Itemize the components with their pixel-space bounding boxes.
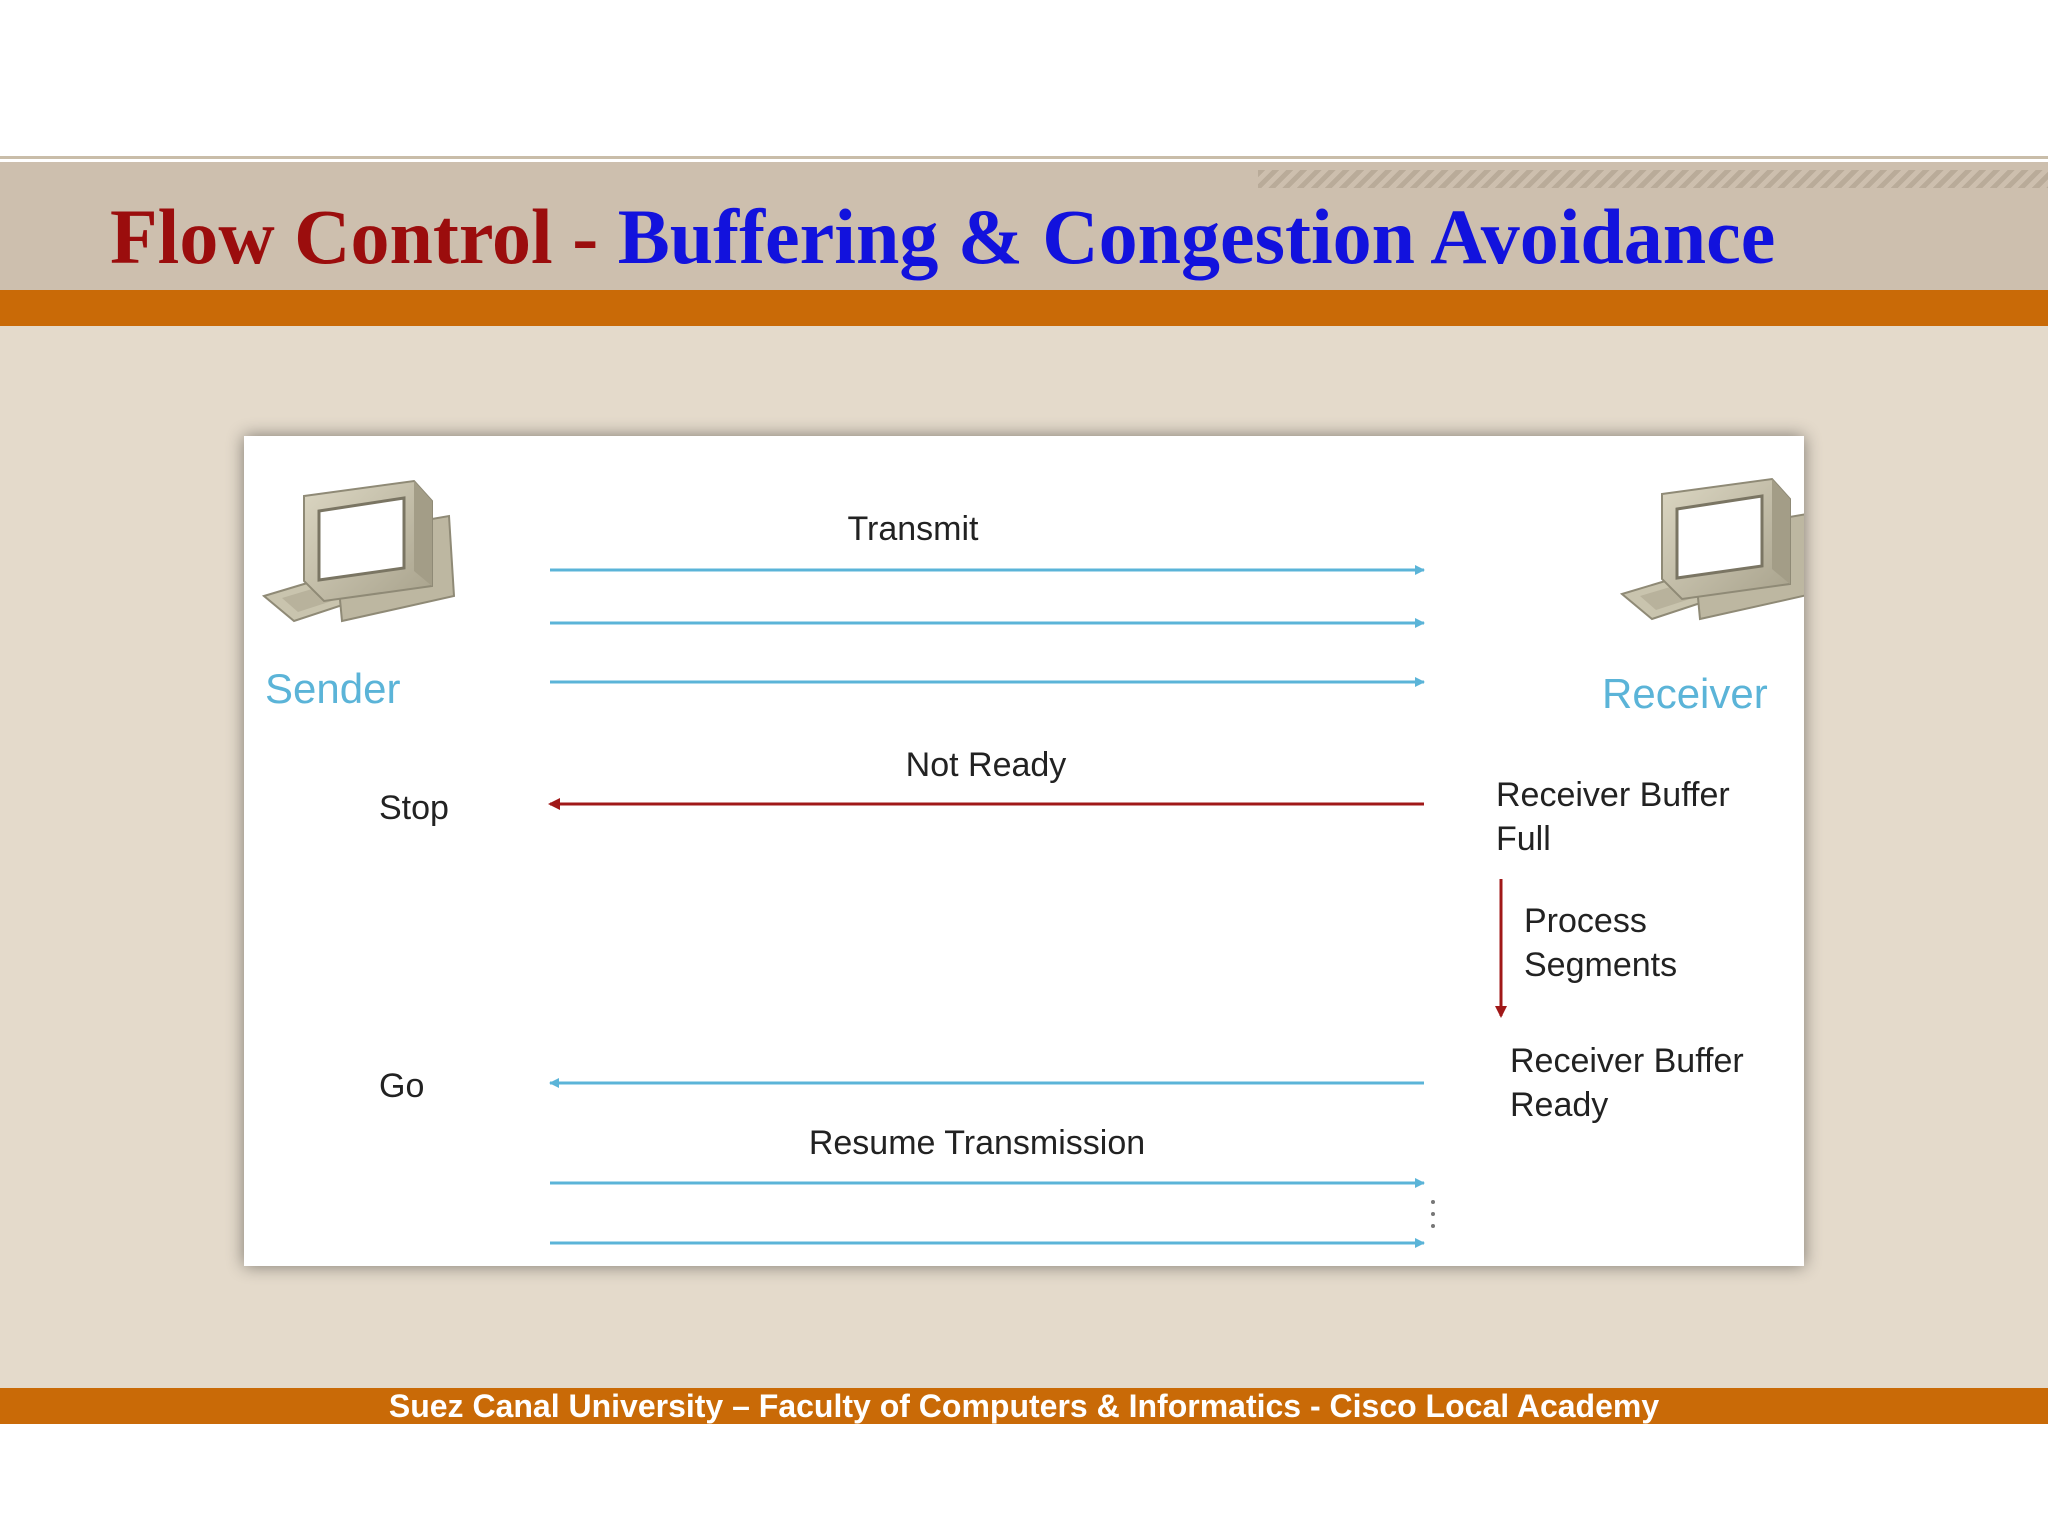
sender-label: Sender bbox=[265, 665, 400, 712]
process-segments-line1: Process bbox=[1524, 902, 1647, 940]
flow-control-diagram: Sender Receiver Transmit Not Ready Stop … bbox=[244, 436, 1804, 1266]
slide-title-part1: Flow Control - bbox=[110, 193, 618, 280]
sender-computer-icon bbox=[261, 479, 456, 623]
process-segments-line2: Segments bbox=[1524, 946, 1677, 984]
not-ready-label: Not Ready bbox=[906, 746, 1067, 784]
continuation-dots bbox=[1431, 1200, 1435, 1228]
slide-title: Flow Control - Buffering & Congestion Av… bbox=[110, 192, 1775, 282]
diagram-canvas: Sender Receiver Transmit Not Ready Stop … bbox=[261, 477, 1804, 1248]
go-label: Go bbox=[379, 1067, 424, 1105]
stop-label: Stop bbox=[379, 789, 449, 827]
hatch-decoration bbox=[1258, 170, 2048, 188]
receiver-buffer-full-line2: Full bbox=[1496, 820, 1551, 858]
receiver-buffer-ready-line2: Ready bbox=[1510, 1086, 1608, 1124]
receiver-buffer-full-line1: Receiver Buffer bbox=[1496, 776, 1730, 814]
resume-transmission-label: Resume Transmission bbox=[809, 1124, 1145, 1162]
title-underline-bar bbox=[0, 290, 2048, 326]
receiver-computer-icon bbox=[1619, 477, 1804, 621]
receiver-buffer-ready-line1: Receiver Buffer bbox=[1510, 1042, 1744, 1080]
footer-bar: Suez Canal University – Faculty of Compu… bbox=[0, 1388, 2048, 1424]
top-rule bbox=[0, 156, 2048, 159]
receiver-label: Receiver bbox=[1602, 670, 1768, 717]
transmit-label: Transmit bbox=[848, 510, 980, 548]
slide-title-part2: Buffering & Congestion Avoidance bbox=[617, 193, 1776, 280]
